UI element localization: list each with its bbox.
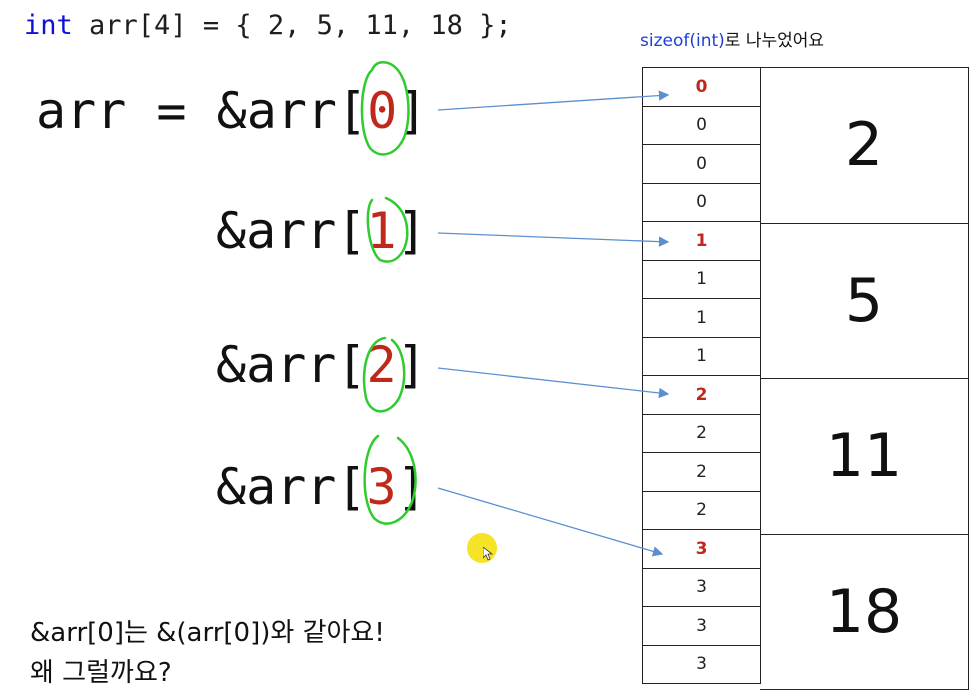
expression-suffix: ]: [396, 458, 427, 516]
expression-prefix: arr = &arr[: [36, 82, 368, 140]
expression-prefix: &arr[: [216, 336, 367, 394]
declaration-rest: arr[4] = { 2, 5, 11, 18 };: [72, 10, 512, 41]
note-close-paren: ): [718, 31, 725, 51]
keyword-int: int: [24, 10, 73, 41]
green-circle-3: [363, 434, 417, 525]
value-cell: 5: [760, 223, 969, 379]
note-sizeof: sizeof(: [640, 31, 696, 51]
byte-cell: 3: [643, 530, 761, 569]
sizeof-note: sizeof(int)로 나누었어요: [640, 26, 824, 51]
byte-cell: 1: [643, 260, 761, 299]
byte-cell: 0: [643, 183, 761, 222]
expression-suffix: ]: [397, 82, 428, 140]
green-circle-0: [360, 61, 410, 156]
note-text: 로 나누었어요: [724, 31, 825, 51]
expression-3: &arr[3]: [216, 458, 427, 516]
byte-cell: 1: [643, 222, 761, 261]
cursor-arrow-icon: [483, 547, 493, 561]
expression-index: 1: [366, 202, 397, 260]
expression-2: &arr[2]: [216, 336, 427, 394]
arrow-1: [437, 232, 670, 247]
byte-cell: 1: [643, 337, 761, 376]
byte-cell: 3: [643, 568, 761, 607]
expression-index: 0: [367, 82, 398, 140]
expression-index: 3: [366, 458, 397, 516]
value-cell: 11: [760, 379, 969, 535]
expression-prefix: &arr[: [216, 458, 367, 516]
value-cell: 2: [760, 68, 969, 224]
expression-prefix: &arr[: [216, 202, 367, 260]
expression-suffix: ]: [396, 336, 427, 394]
note-int: int: [695, 31, 719, 51]
byte-cell: 2: [643, 491, 761, 530]
cursor-highlight: [467, 533, 497, 563]
byte-cell: 2: [643, 414, 761, 453]
expression-1: &arr[1]: [216, 202, 427, 260]
green-circle-1: [366, 196, 409, 263]
question-line-1: &arr[0]는 &(arr[0])와 같아요!: [30, 618, 385, 648]
byte-cell: 0: [643, 145, 761, 184]
byte-cell: 2: [643, 376, 761, 415]
arrow-3: [437, 487, 664, 557]
code-declaration: int arr[4] = { 2, 5, 11, 18 };: [24, 10, 512, 41]
byte-cell: 0: [643, 106, 761, 145]
value-cell: 18: [760, 534, 969, 690]
byte-cell: 2: [643, 453, 761, 492]
arrow-2: [437, 367, 670, 399]
byte-cell: 1: [643, 299, 761, 338]
byte-cell: 3: [643, 607, 761, 646]
byte-cell: 3: [643, 645, 761, 684]
byte-cell: 0: [643, 68, 761, 107]
arrow-0: [437, 90, 670, 111]
expression-0: arr = &arr[0]: [36, 82, 427, 140]
question-line-2: 왜 그럴까요?: [30, 658, 172, 688]
green-circle-2: [362, 336, 406, 413]
